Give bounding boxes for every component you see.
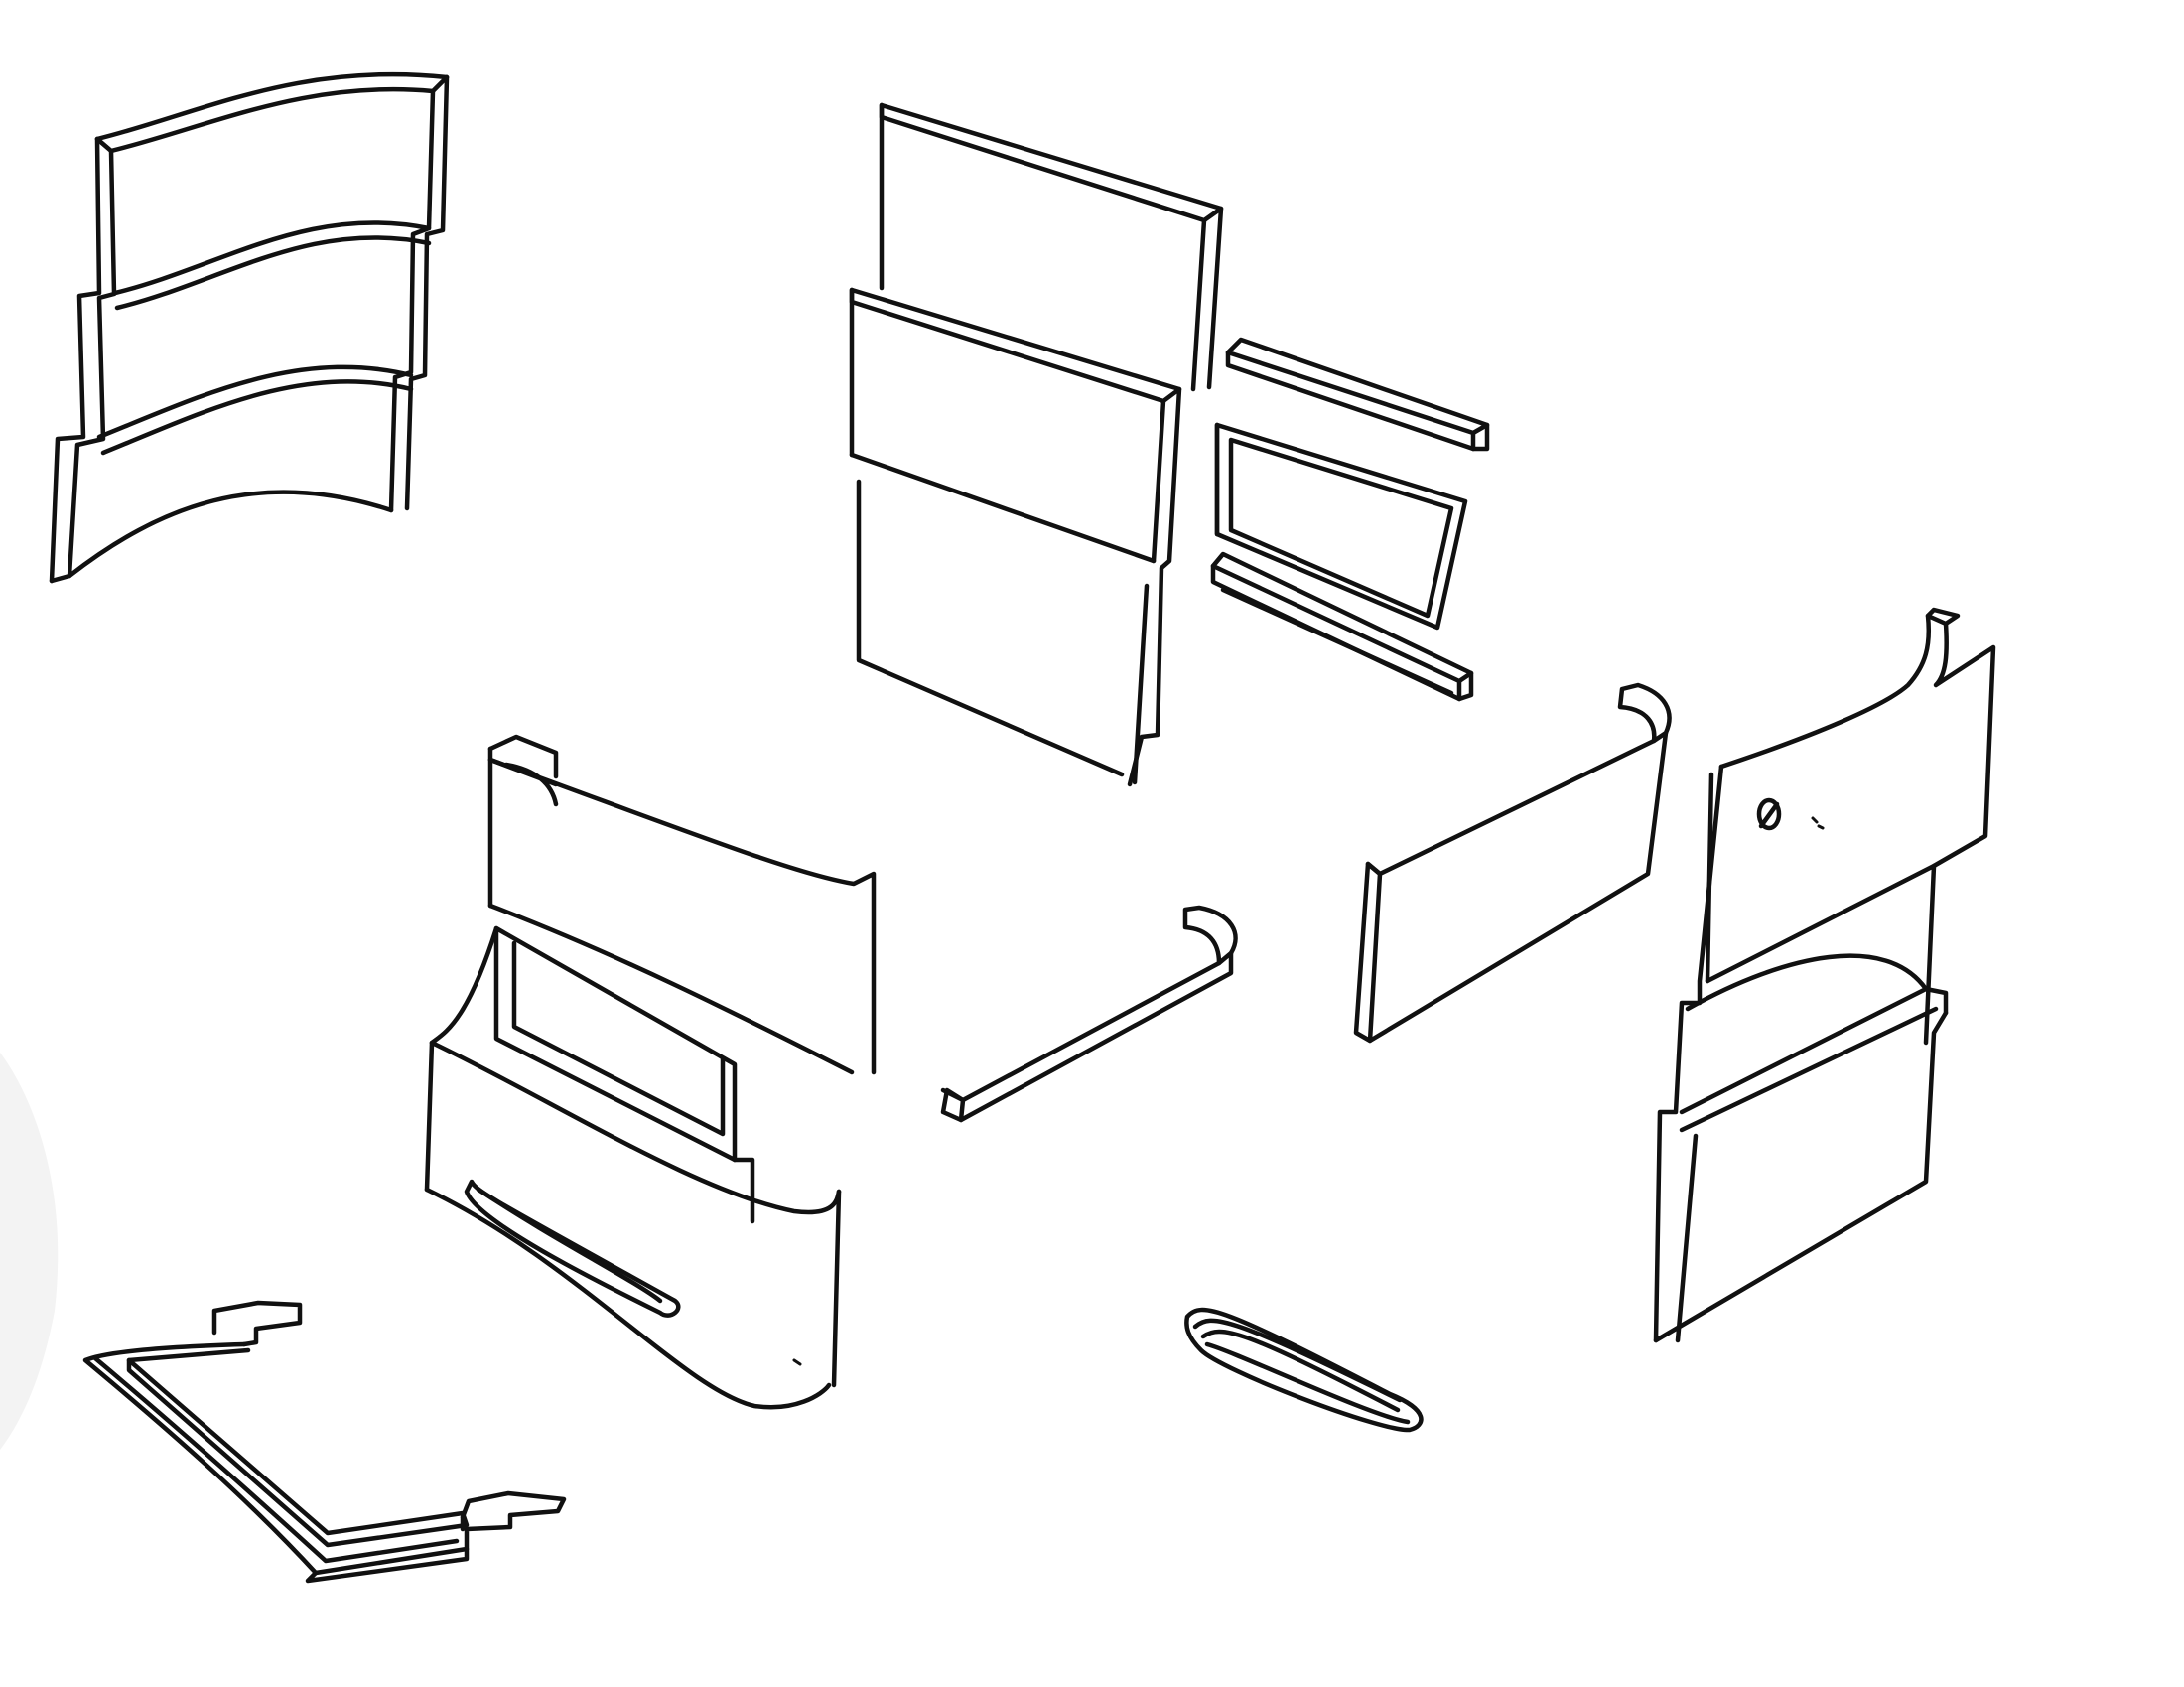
slot-handle bbox=[1184, 1307, 1424, 1433]
seat-body bbox=[424, 734, 877, 1410]
curved-ladder-frame bbox=[49, 71, 450, 584]
knob-side-panel bbox=[1653, 607, 1996, 1343]
small-frame-panel bbox=[1214, 422, 1468, 631]
short-bar-top bbox=[1225, 337, 1490, 452]
paper-smudge bbox=[0, 1053, 59, 1450]
l-shaped-bar bbox=[940, 905, 1238, 1123]
base-tray bbox=[82, 1300, 567, 1584]
flat-panel-stack bbox=[849, 102, 1224, 787]
short-bar-bottom bbox=[1210, 551, 1474, 702]
stray-marks bbox=[792, 816, 1825, 1366]
knob-icon bbox=[1756, 797, 1782, 831]
curved-back-panel bbox=[1353, 682, 1672, 1044]
